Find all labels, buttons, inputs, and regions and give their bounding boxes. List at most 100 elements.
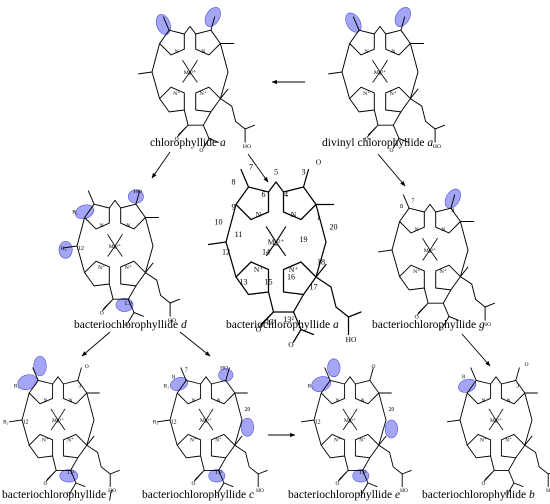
coordination-bond bbox=[57, 419, 66, 431]
oxygen-atom: O bbox=[365, 136, 369, 142]
oxygen-atom: O bbox=[525, 362, 529, 368]
bond bbox=[352, 16, 360, 31]
nitrogen-atom: N bbox=[69, 398, 73, 404]
bond bbox=[409, 98, 436, 143]
coordination-bond bbox=[495, 408, 504, 421]
bond bbox=[223, 482, 234, 488]
bond bbox=[385, 86, 411, 113]
coordination-bond bbox=[205, 419, 214, 431]
bond bbox=[448, 316, 459, 321]
oxygen-atom: O bbox=[100, 310, 104, 316]
bond bbox=[446, 419, 461, 423]
bond bbox=[200, 455, 227, 471]
position-number: 12 bbox=[23, 420, 29, 426]
position-number: 20 bbox=[244, 407, 250, 413]
bond bbox=[484, 302, 496, 308]
bond bbox=[515, 367, 520, 381]
structure-bacteriochlorophyllide-b: NNN⁺N⁺Mg²⁺OOHOO83 bbox=[446, 362, 550, 498]
bond bbox=[347, 311, 362, 318]
bond bbox=[282, 261, 317, 296]
highlight-ellipse bbox=[204, 6, 221, 27]
nitrogen-atom: N bbox=[175, 49, 179, 55]
bond bbox=[120, 260, 146, 287]
bond bbox=[244, 124, 256, 130]
oxygen-atom: O bbox=[199, 148, 203, 154]
bond bbox=[466, 433, 492, 459]
nitrogen-atom: N⁺ bbox=[173, 90, 180, 97]
r1-group: R₁ bbox=[14, 384, 20, 390]
magnesium-ion: Mg²⁺ bbox=[184, 69, 197, 76]
oxygen-atom: O bbox=[371, 364, 375, 370]
oxygen-atom: O bbox=[215, 492, 219, 498]
oxygen-atom: O bbox=[359, 492, 363, 498]
position-number: 16 bbox=[287, 273, 295, 282]
position-number: 3 bbox=[516, 384, 519, 390]
bond bbox=[373, 25, 387, 35]
nitrogen-atom: N⁺ bbox=[200, 90, 207, 97]
bond bbox=[159, 86, 185, 113]
position-number: 19 bbox=[299, 235, 307, 244]
bond bbox=[349, 29, 375, 56]
hydroxyl-label: HO bbox=[483, 322, 491, 328]
coordination-bond bbox=[182, 71, 191, 83]
bond bbox=[423, 203, 437, 213]
bond bbox=[225, 367, 230, 381]
position-number: 5 bbox=[274, 168, 278, 177]
coordination-bond bbox=[342, 408, 351, 421]
nitrogen-atom: N⁺ bbox=[42, 437, 49, 444]
position-number: 10 bbox=[214, 218, 222, 227]
magnesium-ion: Mg²⁺ bbox=[200, 417, 212, 424]
bond bbox=[210, 379, 236, 405]
bond bbox=[490, 455, 517, 471]
arrow-dvchla-to-bchlg bbox=[377, 153, 406, 187]
coordination-bond bbox=[429, 238, 438, 251]
coordination-bond bbox=[349, 408, 358, 421]
label-bacteriochlorophyllide-b: bacteriochlorophyllide b bbox=[422, 489, 535, 501]
label-bacteriochlorophyllide-a: bacteriochlorophyllide a bbox=[226, 319, 339, 331]
r2-group: R₂ bbox=[153, 420, 159, 426]
coordination-bond bbox=[422, 249, 431, 261]
nitrogen-atom: N bbox=[217, 398, 221, 404]
coordination-bond bbox=[50, 408, 59, 421]
bond bbox=[435, 264, 461, 291]
nitrogen-atom: N bbox=[481, 398, 485, 404]
nitrogen-atom: N bbox=[201, 49, 205, 55]
nitrogen-atom: N bbox=[391, 49, 395, 55]
bond bbox=[208, 138, 219, 143]
coordination-bond bbox=[50, 419, 59, 431]
position-number: 13² bbox=[215, 470, 223, 476]
coordination-bond bbox=[342, 419, 351, 431]
bond bbox=[367, 126, 377, 138]
position-number: 13² bbox=[283, 315, 294, 324]
nitrogen-atom: N bbox=[43, 398, 47, 404]
bond bbox=[77, 367, 82, 381]
hydroxyl-label: HO bbox=[346, 335, 357, 344]
nitrogen-atom: N bbox=[361, 398, 365, 404]
bond bbox=[225, 203, 237, 278]
magnesium-ion: Mg²⁺ bbox=[52, 417, 64, 424]
bond bbox=[108, 199, 122, 209]
bond bbox=[320, 379, 346, 405]
bond bbox=[378, 444, 403, 488]
bond bbox=[435, 207, 461, 234]
hydroxyl-label: HO bbox=[546, 488, 550, 494]
magnesium-ion: Mg²⁺ bbox=[374, 69, 387, 76]
position-number: 3 bbox=[78, 384, 81, 390]
coordination-bond bbox=[379, 60, 388, 73]
oxygen-atom: O bbox=[67, 492, 71, 498]
nitrogen-atom: N bbox=[441, 227, 445, 233]
position-number: 9 bbox=[231, 203, 235, 212]
bond bbox=[183, 25, 197, 35]
bond bbox=[235, 261, 270, 296]
nitrogen-atom: N bbox=[365, 49, 369, 55]
hydroxyl-label: HO bbox=[134, 189, 142, 195]
coordination-bond bbox=[57, 408, 66, 421]
oxygen-atom: O bbox=[85, 364, 89, 370]
coordination-bond bbox=[189, 60, 198, 73]
bond bbox=[234, 392, 243, 446]
